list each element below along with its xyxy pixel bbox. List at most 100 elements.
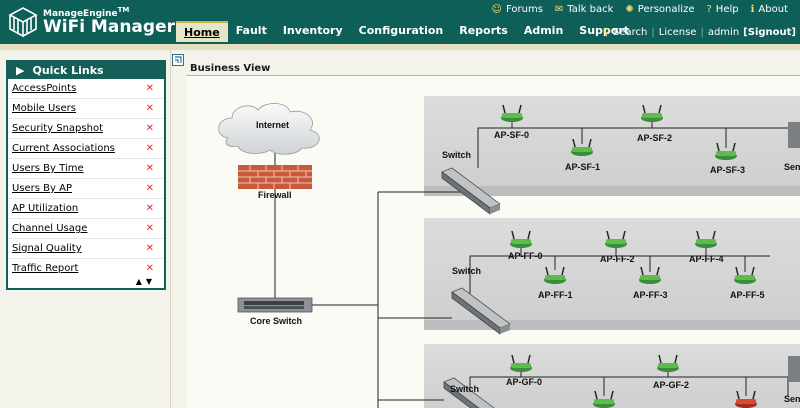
talkback-link[interactable]: ✉Talk back: [554, 3, 614, 15]
scroll-arrows: ▲ ▼: [136, 277, 152, 286]
help-link[interactable]: ?Help: [706, 3, 739, 15]
quick-link-current-associations[interactable]: Current Associations: [12, 143, 115, 154]
firewall-icon[interactable]: [238, 165, 312, 189]
core-switch-label: Core Switch: [250, 316, 302, 326]
search-link[interactable]: Search: [613, 27, 648, 38]
network-map: Internet Firewall Core Switch Switch Swi…: [218, 96, 800, 408]
ap-label: AP-FF-5: [730, 290, 765, 300]
quick-link-row: Traffic Report ✕: [8, 259, 164, 278]
tab-admin[interactable]: Admin: [523, 24, 564, 37]
sensor-label: Sen: [784, 394, 800, 404]
app-logo-icon: [8, 7, 38, 38]
quick-link-row: Users By AP ✕: [8, 179, 164, 199]
help-icon: ?: [706, 3, 712, 15]
quick-link-traffic-report[interactable]: Traffic Report: [12, 263, 79, 274]
username: admin: [707, 27, 740, 38]
ap-label: AP-GF-0: [506, 377, 542, 387]
sensor-icon[interactable]: [788, 122, 800, 382]
view-title: Business View: [190, 63, 271, 74]
quick-link-mobile-users[interactable]: Mobile Users: [12, 103, 76, 114]
core-switch-icon[interactable]: [237, 297, 313, 313]
internet-label: Internet: [256, 120, 289, 130]
floor-slab: [424, 96, 800, 196]
quick-links-header[interactable]: ▶ Quick Links: [8, 62, 164, 79]
quick-link-signal-quality[interactable]: Signal Quality: [12, 243, 82, 254]
business-view-canvas: Internet Firewall Core Switch Switch Swi…: [186, 76, 800, 408]
ap-label: AP-GF-2: [653, 380, 689, 390]
signout-link[interactable]: [Signout]: [743, 27, 796, 38]
info-icon: ℹ: [750, 3, 755, 15]
quick-link-row: Mobile Users ✕: [8, 99, 164, 119]
ap-label: AP-SF-0: [494, 130, 529, 140]
ap-label: AP-FF-3: [633, 290, 668, 300]
license-link[interactable]: License: [658, 27, 697, 38]
scroll-up-icon[interactable]: ▲: [135, 277, 142, 286]
ap-label: AP-SF-3: [710, 165, 745, 175]
remove-icon[interactable]: ✕: [145, 83, 154, 94]
collapse-arrow-icon: ▶: [16, 64, 25, 77]
ap-label: AP-SF-2: [637, 133, 672, 143]
tab-inventory[interactable]: Inventory: [282, 24, 343, 37]
quick-link-channel-usage[interactable]: Channel Usage: [12, 223, 88, 234]
quick-link-row: AP Utilization ✕: [8, 199, 164, 219]
quick-link-security-snapshot[interactable]: Security Snapshot: [12, 123, 103, 134]
sensor-label: Sen: [784, 162, 800, 172]
main-menu: Home Fault Inventory Configuration Repor…: [176, 21, 637, 42]
quick-link-row: Signal Quality ✕: [8, 239, 164, 259]
quick-links-title: Quick Links: [32, 64, 104, 77]
ap-label: AP-SF-1: [565, 162, 600, 172]
quick-link-accesspoints[interactable]: AccessPoints: [12, 83, 77, 94]
tab-reports[interactable]: Reports: [459, 24, 508, 37]
quick-link-users-by-ap[interactable]: Users By AP: [12, 183, 73, 194]
quick-link-users-by-time[interactable]: Users By Time: [12, 163, 84, 174]
personalize-link[interactable]: ✺Personalize: [625, 3, 695, 15]
internet-cloud-icon[interactable]: [218, 103, 320, 155]
scroll-down-icon[interactable]: ▼: [145, 277, 152, 286]
mail-icon: ✉: [554, 3, 564, 15]
account-links: ⚲ Search | License | admin [Signout]: [603, 27, 796, 38]
quick-link-row: Current Associations ✕: [8, 139, 164, 159]
remove-icon[interactable]: ✕: [145, 203, 154, 214]
ap-label: AP-FF-2: [600, 254, 635, 264]
toggle-panel-icon[interactable]: [172, 54, 184, 66]
remove-icon[interactable]: ✕: [145, 123, 154, 134]
ap-label: AP-FF-4: [689, 254, 724, 264]
tab-fault[interactable]: Fault: [235, 24, 267, 37]
remove-icon[interactable]: ✕: [145, 103, 154, 114]
floor-slab: [424, 344, 800, 408]
divider: |: [651, 27, 655, 38]
divider: |: [700, 27, 704, 38]
switch-label: Switch: [452, 266, 481, 276]
remove-icon[interactable]: ✕: [145, 143, 154, 154]
header-underbar: [0, 44, 800, 50]
brand-vendor: ManageEngineTM: [43, 6, 130, 19]
tab-home[interactable]: Home: [176, 21, 228, 42]
remove-icon[interactable]: ✕: [145, 223, 154, 234]
ap-label: AP-FF-0: [508, 251, 543, 261]
search-icon: ⚲: [602, 27, 611, 38]
brand-product: WiFi Manager: [43, 17, 175, 37]
tab-configuration[interactable]: Configuration: [358, 24, 444, 37]
panel-divider: [170, 50, 171, 408]
switch-label: Switch: [442, 150, 471, 160]
quick-link-ap-utilization[interactable]: AP Utilization: [12, 203, 79, 214]
forums-link[interactable]: ☺Forums: [491, 3, 543, 15]
remove-icon[interactable]: ✕: [145, 243, 154, 254]
remove-icon[interactable]: ✕: [145, 183, 154, 194]
trademark: TM: [117, 6, 130, 14]
tab-support[interactable]: Support: [579, 24, 630, 37]
switch-label: Switch: [450, 384, 479, 394]
ap-label: AP-FF-1: [538, 290, 573, 300]
quick-link-row: Security Snapshot ✕: [8, 119, 164, 139]
quick-link-row: AccessPoints ✕: [8, 79, 164, 99]
quick-link-row: Users By Time ✕: [8, 159, 164, 179]
title-underline: [186, 75, 800, 76]
remove-icon[interactable]: ✕: [145, 163, 154, 174]
firewall-label: Firewall: [258, 190, 292, 200]
quick-links-panel: ▶ Quick Links AccessPoints ✕ Mobile Users…: [6, 60, 166, 290]
quick-link-row: Channel Usage ✕: [8, 219, 164, 239]
gear-icon: ✺: [625, 3, 634, 15]
app-header: ManageEngineTM WiFi Manager ☺Forums ✉Tal…: [0, 0, 800, 44]
remove-icon[interactable]: ✕: [145, 263, 154, 274]
